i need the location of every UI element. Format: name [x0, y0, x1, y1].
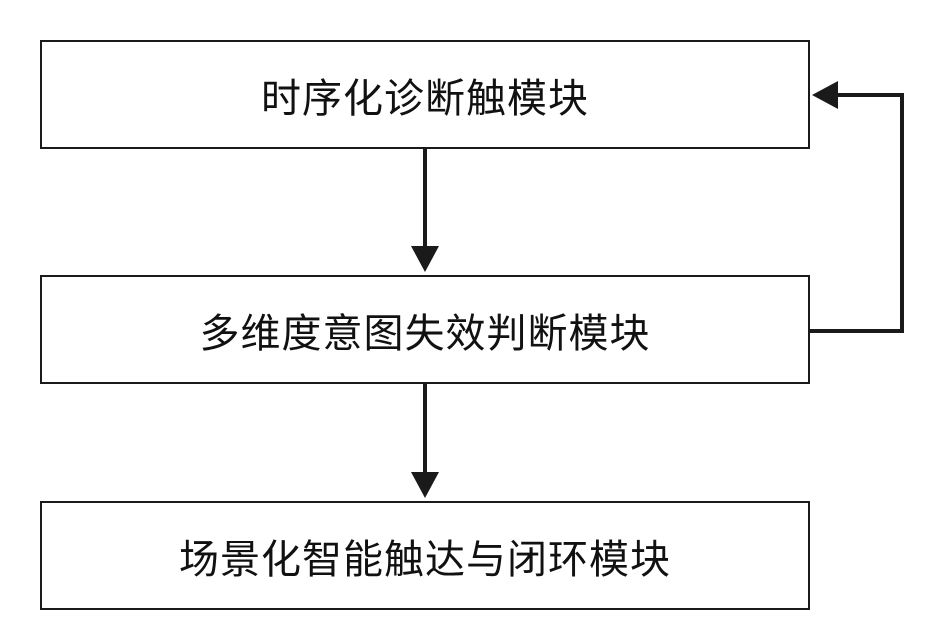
node-label: 时序化诊断触模块: [261, 66, 589, 124]
arrowhead-left: [812, 81, 838, 109]
arrowhead-down-1: [411, 246, 439, 272]
node-timing-diagnosis: 时序化诊断触模块: [40, 40, 810, 149]
edge-feedback-loop: [810, 81, 902, 331]
node-label: 场景化智能触达与闭环模块: [179, 527, 671, 585]
arrowhead-down-2: [411, 472, 439, 498]
edge-intent-to-scenario: [411, 384, 439, 498]
node-scenario-reach: 场景化智能触达与闭环模块: [40, 501, 810, 610]
edge-timing-to-intent: [411, 149, 439, 272]
node-intent-failure: 多维度意图失效判断模块: [40, 275, 810, 384]
node-label: 多维度意图失效判断模块: [200, 301, 651, 359]
